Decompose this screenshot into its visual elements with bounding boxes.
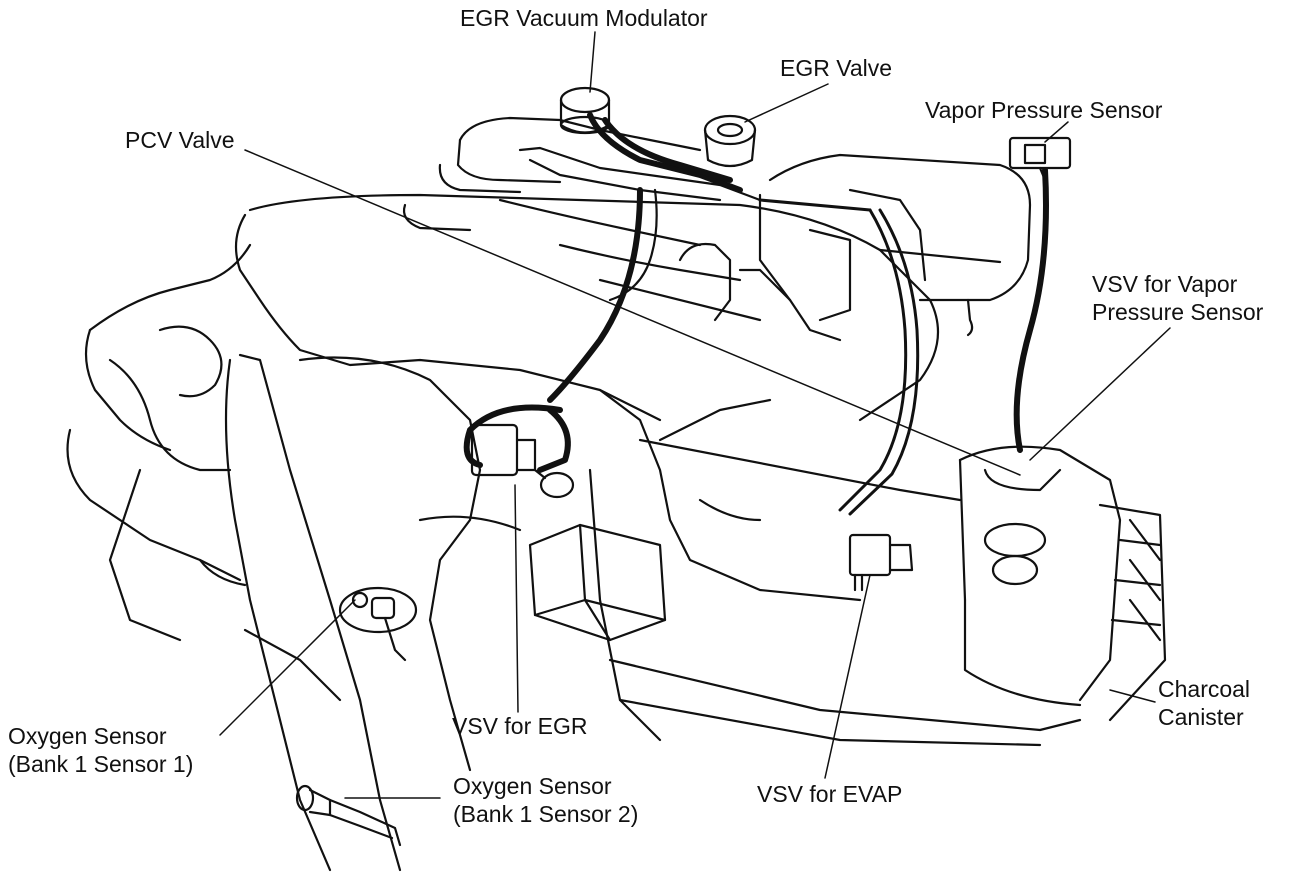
intake-manifold [402, 116, 842, 342]
egr-vacuum-modulator-part [559, 86, 611, 135]
label-vsv-vapor-line2: Pressure Sensor [1092, 299, 1264, 325]
evap-hose [758, 198, 920, 516]
label-vsv-vapor-line1: VSV for Vapor [1092, 271, 1238, 297]
label-vsv-evap: VSV for EVAP [757, 781, 903, 807]
oxygen-sensor-2-part [295, 784, 402, 847]
vsv-egr-part [470, 423, 575, 499]
label-vsv-egr: VSV for EGR [452, 713, 588, 739]
label-vsv-vapor-pressure-sensor: VSV for Vapor Pressure Sensor [1092, 270, 1263, 326]
label-o2-2-line2: (Bank 1 Sensor 2) [453, 801, 639, 827]
label-charcoal-canister: Charcoal Canister [1158, 675, 1250, 731]
label-o2-1-line1: Oxygen Sensor [8, 723, 167, 749]
label-pcv-valve: PCV Valve [125, 127, 235, 153]
air-box [758, 153, 1032, 337]
label-o2-1-line2: (Bank 1 Sensor 1) [8, 751, 194, 777]
engine-body [66, 193, 940, 872]
label-egr-valve: EGR Valve [780, 55, 893, 81]
lower-body [588, 388, 1082, 747]
oxygen-sensor-1-part [338, 586, 418, 662]
label-vapor-pressure-sensor: Vapor Pressure Sensor [925, 97, 1163, 123]
label-oxygen-sensor-2: Oxygen Sensor (Bank 1 Sensor 2) [453, 772, 638, 828]
vapor-pressure-sensor-part [1008, 136, 1072, 182]
charcoal-canister-part [958, 445, 1167, 722]
label-oxygen-sensor-1: Oxygen Sensor (Bank 1 Sensor 1) [8, 722, 193, 778]
vacuum-hoses [463, 112, 1049, 473]
egr-valve-part [703, 114, 757, 168]
label-o2-2-line1: Oxygen Sensor [453, 773, 612, 799]
label-charcoal-line1: Charcoal [1158, 676, 1251, 702]
relay-block [528, 523, 667, 642]
label-charcoal-line2: Canister [1158, 704, 1244, 730]
label-egr-vacuum-modulator: EGR Vacuum Modulator [460, 5, 708, 31]
vsv-evap-part [848, 533, 914, 592]
leader-lines [219, 31, 1171, 799]
